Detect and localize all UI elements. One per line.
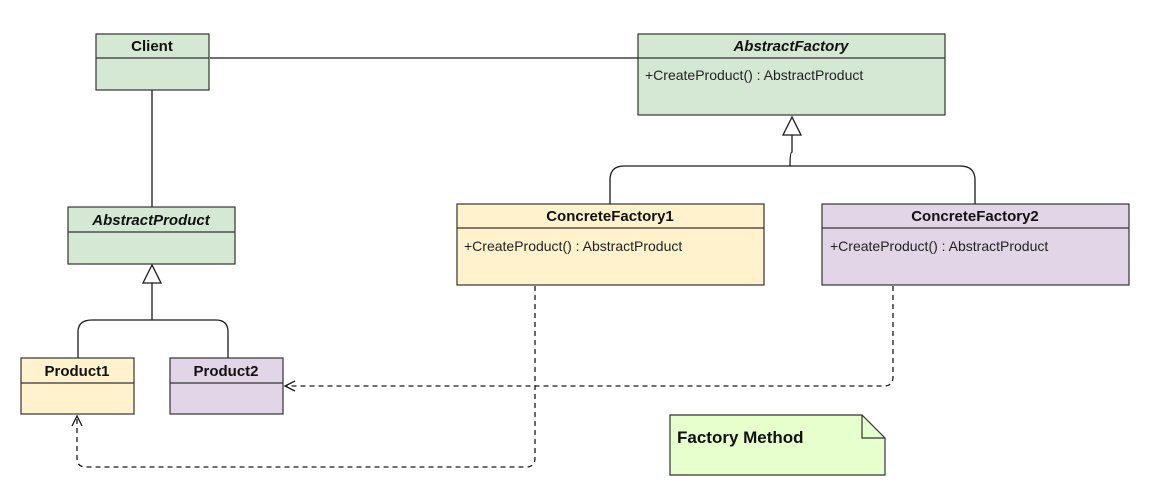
- inheritance-triangle-product: [141, 263, 163, 284]
- dependency-factory2-product2: [285, 286, 894, 386]
- note-factory-method[interactable]: Factory Method: [669, 414, 886, 476]
- class-client[interactable]: Client: [95, 33, 210, 91]
- class-abstract-factory-method: +CreateProduct() : AbstractProduct: [645, 67, 863, 83]
- class-product-1-name: Product1: [44, 363, 109, 380]
- class-concrete-factory-2-method: +CreateProduct() : AbstractProduct: [830, 238, 1048, 254]
- class-product-2-box: [169, 357, 284, 415]
- class-abstract-product-box: [67, 206, 236, 265]
- class-concrete-factory-1-method: +CreateProduct() : AbstractProduct: [464, 238, 682, 254]
- class-concrete-factory-2-name: ConcreteFactory2: [911, 208, 1039, 225]
- class-abstract-product[interactable]: AbstractProduct: [67, 206, 236, 265]
- inheritance-triangle-factory: [781, 115, 803, 136]
- class-product-2-name: Product2: [193, 363, 258, 380]
- note-fold: [861, 415, 885, 439]
- class-product-1-box: [20, 357, 135, 415]
- class-concrete-factory-1-box: [456, 203, 765, 286]
- class-product-1[interactable]: Product1: [20, 357, 135, 415]
- class-concrete-factory-2-box: [821, 203, 1130, 286]
- note-label: Factory Method: [677, 428, 804, 447]
- class-abstract-factory[interactable]: AbstractFactory +CreateProduct() : Abstr…: [637, 33, 946, 116]
- inheritance-concretefactories: [609, 115, 976, 204]
- class-product-2[interactable]: Product2: [169, 357, 284, 415]
- class-abstract-product-name: AbstractProduct: [91, 212, 211, 229]
- class-client-box: [95, 33, 210, 91]
- class-abstract-factory-box: [637, 33, 946, 116]
- class-concrete-factory-1-name: ConcreteFactory1: [546, 208, 674, 225]
- note-shape: [669, 414, 886, 476]
- class-client-name: Client: [131, 38, 173, 55]
- dependency-factory1-product1: [77, 286, 536, 468]
- class-concrete-factory-2[interactable]: ConcreteFactory2 +CreateProduct() : Abst…: [821, 203, 1130, 286]
- class-abstract-factory-name: AbstractFactory: [732, 38, 849, 55]
- inheritance-products: [77, 263, 229, 358]
- class-concrete-factory-1[interactable]: ConcreteFactory1 +CreateProduct() : Abst…: [456, 203, 765, 286]
